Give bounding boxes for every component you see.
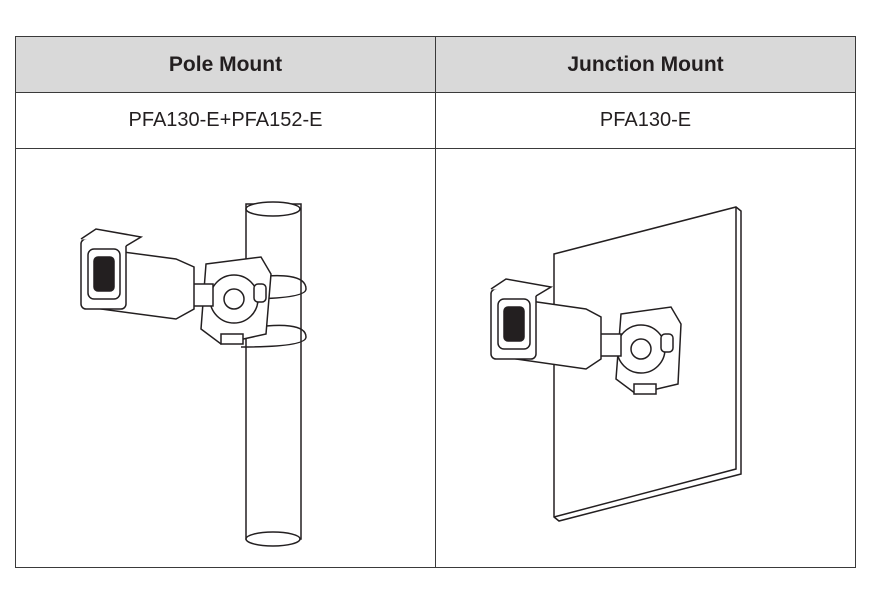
junction-mount-illustration xyxy=(435,148,856,568)
model-pole-mount: PFA130-E+PFA152-E xyxy=(15,92,436,149)
camera-on-pole-icon xyxy=(80,201,307,547)
illustration-row xyxy=(15,148,856,568)
header-pole-mount: Pole Mount xyxy=(15,36,436,93)
camera-on-wall-icon xyxy=(490,206,742,522)
mount-table: Pole Mount Junction Mount PFA130-E+PFA15… xyxy=(15,36,856,568)
header-junction-mount: Junction Mount xyxy=(435,36,856,93)
pole-mount-illustration xyxy=(15,148,436,568)
model-row: PFA130-E+PFA152-E PFA130-E xyxy=(15,92,856,149)
header-row: Pole Mount Junction Mount xyxy=(15,36,856,93)
model-junction-mount: PFA130-E xyxy=(435,92,856,149)
